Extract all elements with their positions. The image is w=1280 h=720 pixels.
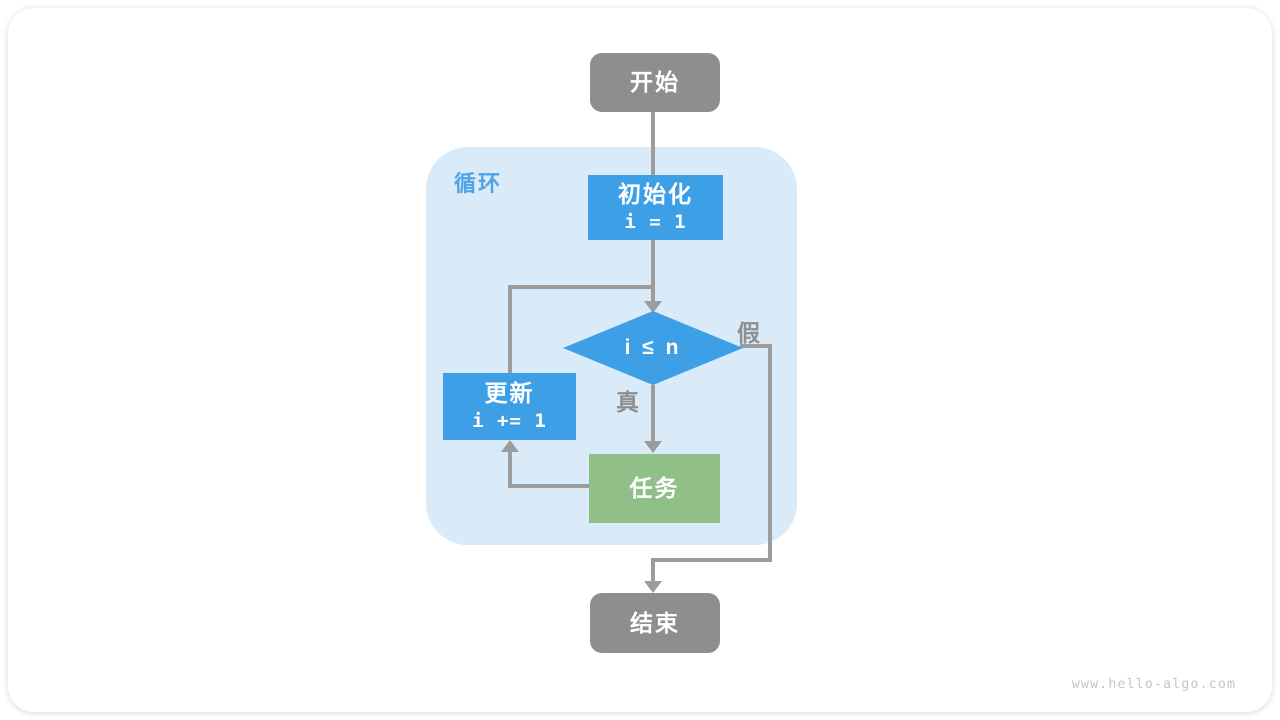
init-node: 初始化 i = 1 bbox=[588, 175, 723, 240]
init-node-code: i = 1 bbox=[624, 211, 687, 233]
arrowhead-into-condition-icon bbox=[644, 301, 662, 313]
true-branch-label: 真 bbox=[616, 389, 639, 415]
arrowhead-into-update-icon bbox=[501, 440, 519, 452]
watermark: www.hello-algo.com bbox=[1071, 676, 1236, 692]
edge-task-to-update-horizontal bbox=[508, 484, 591, 488]
condition-label: i ≤ n bbox=[624, 335, 682, 359]
edge-condition-to-end-vertical bbox=[768, 344, 772, 562]
end-node-label: 结束 bbox=[630, 609, 680, 636]
update-node-label: 更新 bbox=[484, 380, 535, 407]
loop-container-label: 循环 bbox=[454, 171, 503, 196]
init-node-label: 初始化 bbox=[618, 181, 693, 208]
false-branch-label: 假 bbox=[737, 320, 760, 346]
update-node: 更新 i += 1 bbox=[443, 373, 576, 440]
edge-update-to-condition-horizontal bbox=[508, 285, 655, 289]
arrowhead-into-end-icon bbox=[644, 581, 662, 593]
end-node: 结束 bbox=[590, 593, 720, 653]
update-node-code: i += 1 bbox=[472, 410, 547, 432]
task-node: 任务 bbox=[589, 454, 720, 523]
edge-condition-to-end-drop bbox=[651, 558, 655, 582]
edge-condition-to-end-top-horizontal bbox=[740, 344, 772, 348]
edge-start-to-init bbox=[651, 112, 655, 177]
start-node: 开始 bbox=[590, 53, 720, 112]
edge-condition-to-end-bottom-horizontal bbox=[651, 558, 772, 562]
edge-condition-to-task bbox=[651, 385, 655, 442]
edge-task-to-update-vertical bbox=[508, 452, 512, 486]
start-node-label: 开始 bbox=[630, 69, 680, 96]
task-node-label: 任务 bbox=[629, 475, 680, 502]
edge-init-to-condition bbox=[651, 240, 655, 302]
arrowhead-into-task-icon bbox=[644, 441, 662, 453]
edge-update-to-condition-vertical bbox=[508, 285, 512, 373]
